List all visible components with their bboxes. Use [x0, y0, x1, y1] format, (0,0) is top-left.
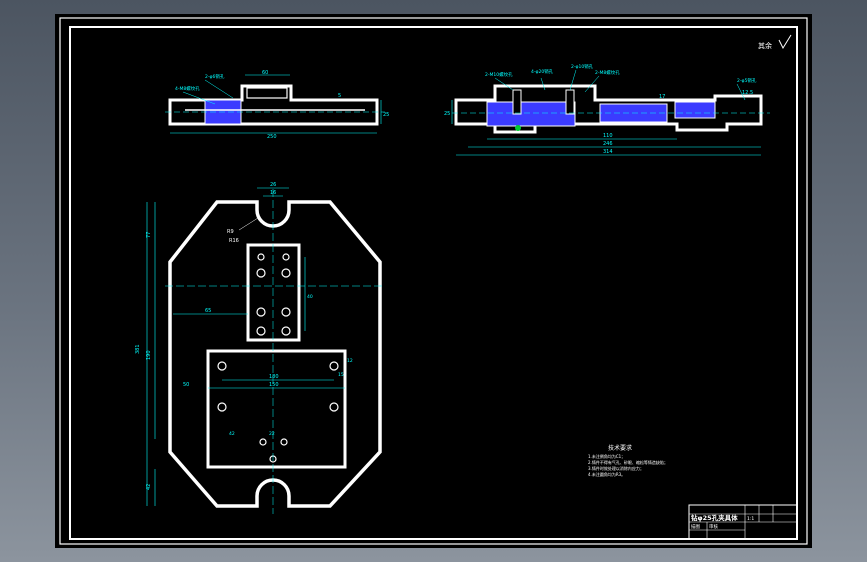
roughness-symbol-icon [778, 34, 792, 50]
plan-dim-plate-width: 150 [269, 382, 279, 388]
plan-dim-edge-2: 12 [347, 358, 353, 364]
plan-dim-slot-inner: 16 [270, 190, 276, 196]
plan-top-plate [246, 243, 301, 342]
title-scale: 1:1 [747, 516, 754, 522]
tech-item-2: 2.铸件不得有气孔、砂眼、缩松等铸造缺陷； [588, 459, 668, 465]
front-dim-boss: 60 [262, 70, 268, 76]
front-callout-pin-hole: 2-φ6销孔 [205, 73, 225, 80]
drawing-name: 钻φ25孔夹具体 [691, 513, 738, 522]
roughness-note: 其余 [758, 41, 772, 50]
plan-dim-edge: 15 [338, 372, 344, 378]
plan-radius-large: R16 [229, 238, 239, 244]
plan-dim-bottom: 42 [146, 484, 152, 490]
plan-dim-top: 77 [146, 232, 152, 238]
plan-dim-plate-offset: 50 [183, 382, 189, 388]
front-dim-total: 250 [267, 134, 277, 140]
plan-outline [168, 200, 382, 508]
section-dim-roughness: 12.5 [742, 90, 753, 96]
section-callout-phi5: 2-φ5销孔 [737, 77, 757, 84]
section-callout-m8: 2-M8螺纹孔 [595, 69, 620, 76]
plan-dim-height-total: 381 [135, 344, 141, 354]
section-view: 110 246 314 25 12.5 17 2-M10螺纹孔 4-φ20销孔 … [444, 63, 770, 156]
plan-dim-plate-holes: 180 [269, 374, 279, 380]
plan-bottom-plate [206, 349, 347, 469]
section-callout-phi10: 2-φ10销孔 [571, 63, 594, 70]
section-callout-m10: 2-M10螺纹孔 [485, 71, 513, 78]
section-dim-total: 314 [603, 149, 613, 155]
section-hatch-right [674, 101, 716, 119]
front-view: 250 60 25 5 2-φ6销孔 4-M8螺纹孔 [165, 70, 389, 140]
front-dim-thickness: 25 [383, 112, 389, 118]
plan-dim-mid: 190 [146, 350, 152, 360]
section-outline [454, 84, 763, 134]
plan-dim-slot-outer: 26 [270, 182, 276, 188]
front-dim-step: 5 [338, 93, 341, 99]
tech-item-3: 3.铸件时效处理以消除内应力； [588, 465, 644, 471]
tech-item-1: 1.未注倒角均为C1； [588, 453, 625, 459]
section-dim-mid: 246 [603, 141, 613, 147]
tech-heading: 技术要求 [608, 444, 632, 452]
title-block: 钻φ25孔夹具体 描图 审核 1:1 [688, 504, 798, 540]
title-row-b: 审核 [709, 523, 718, 530]
title-row-a: 描图 [691, 523, 700, 530]
section-dim-inner: 110 [603, 133, 613, 139]
drawing-sheet: 其余 250 60 25 5 2-φ6销孔 [55, 14, 812, 548]
plan-dim-pin-spacing: 22 [269, 431, 275, 437]
section-callout-phi20: 4-φ20销孔 [531, 68, 554, 75]
inner-border [69, 26, 798, 540]
section-hatch-left [486, 101, 576, 127]
front-view-outline [168, 84, 379, 126]
plan-dim-pin-offset: 42 [229, 431, 235, 437]
plan-view: 381 77 190 42 26 16 R9 R16 65 [135, 182, 385, 514]
drawing-canvas: 其余 250 60 25 5 2-φ6销孔 [59, 17, 808, 545]
plan-radius-small: R9 [227, 229, 234, 235]
plan-dim-offset: 65 [205, 308, 211, 314]
front-callout-thread: 4-M8螺纹孔 [175, 85, 200, 92]
outer-border [59, 17, 808, 545]
origin-marker-icon [515, 125, 521, 131]
tech-item-4: 4.未注圆角均为R3。 [588, 471, 625, 477]
section-dim-thickness: 25 [444, 111, 450, 117]
section-dim-step: 17 [659, 94, 665, 100]
tech-requirements: 技术要求 1.未注倒角均为C1； 2.铸件不得有气孔、砂眼、缩松等铸造缺陷； 3… [588, 444, 668, 477]
plan-dim-hole-spacing: 40 [307, 294, 313, 300]
